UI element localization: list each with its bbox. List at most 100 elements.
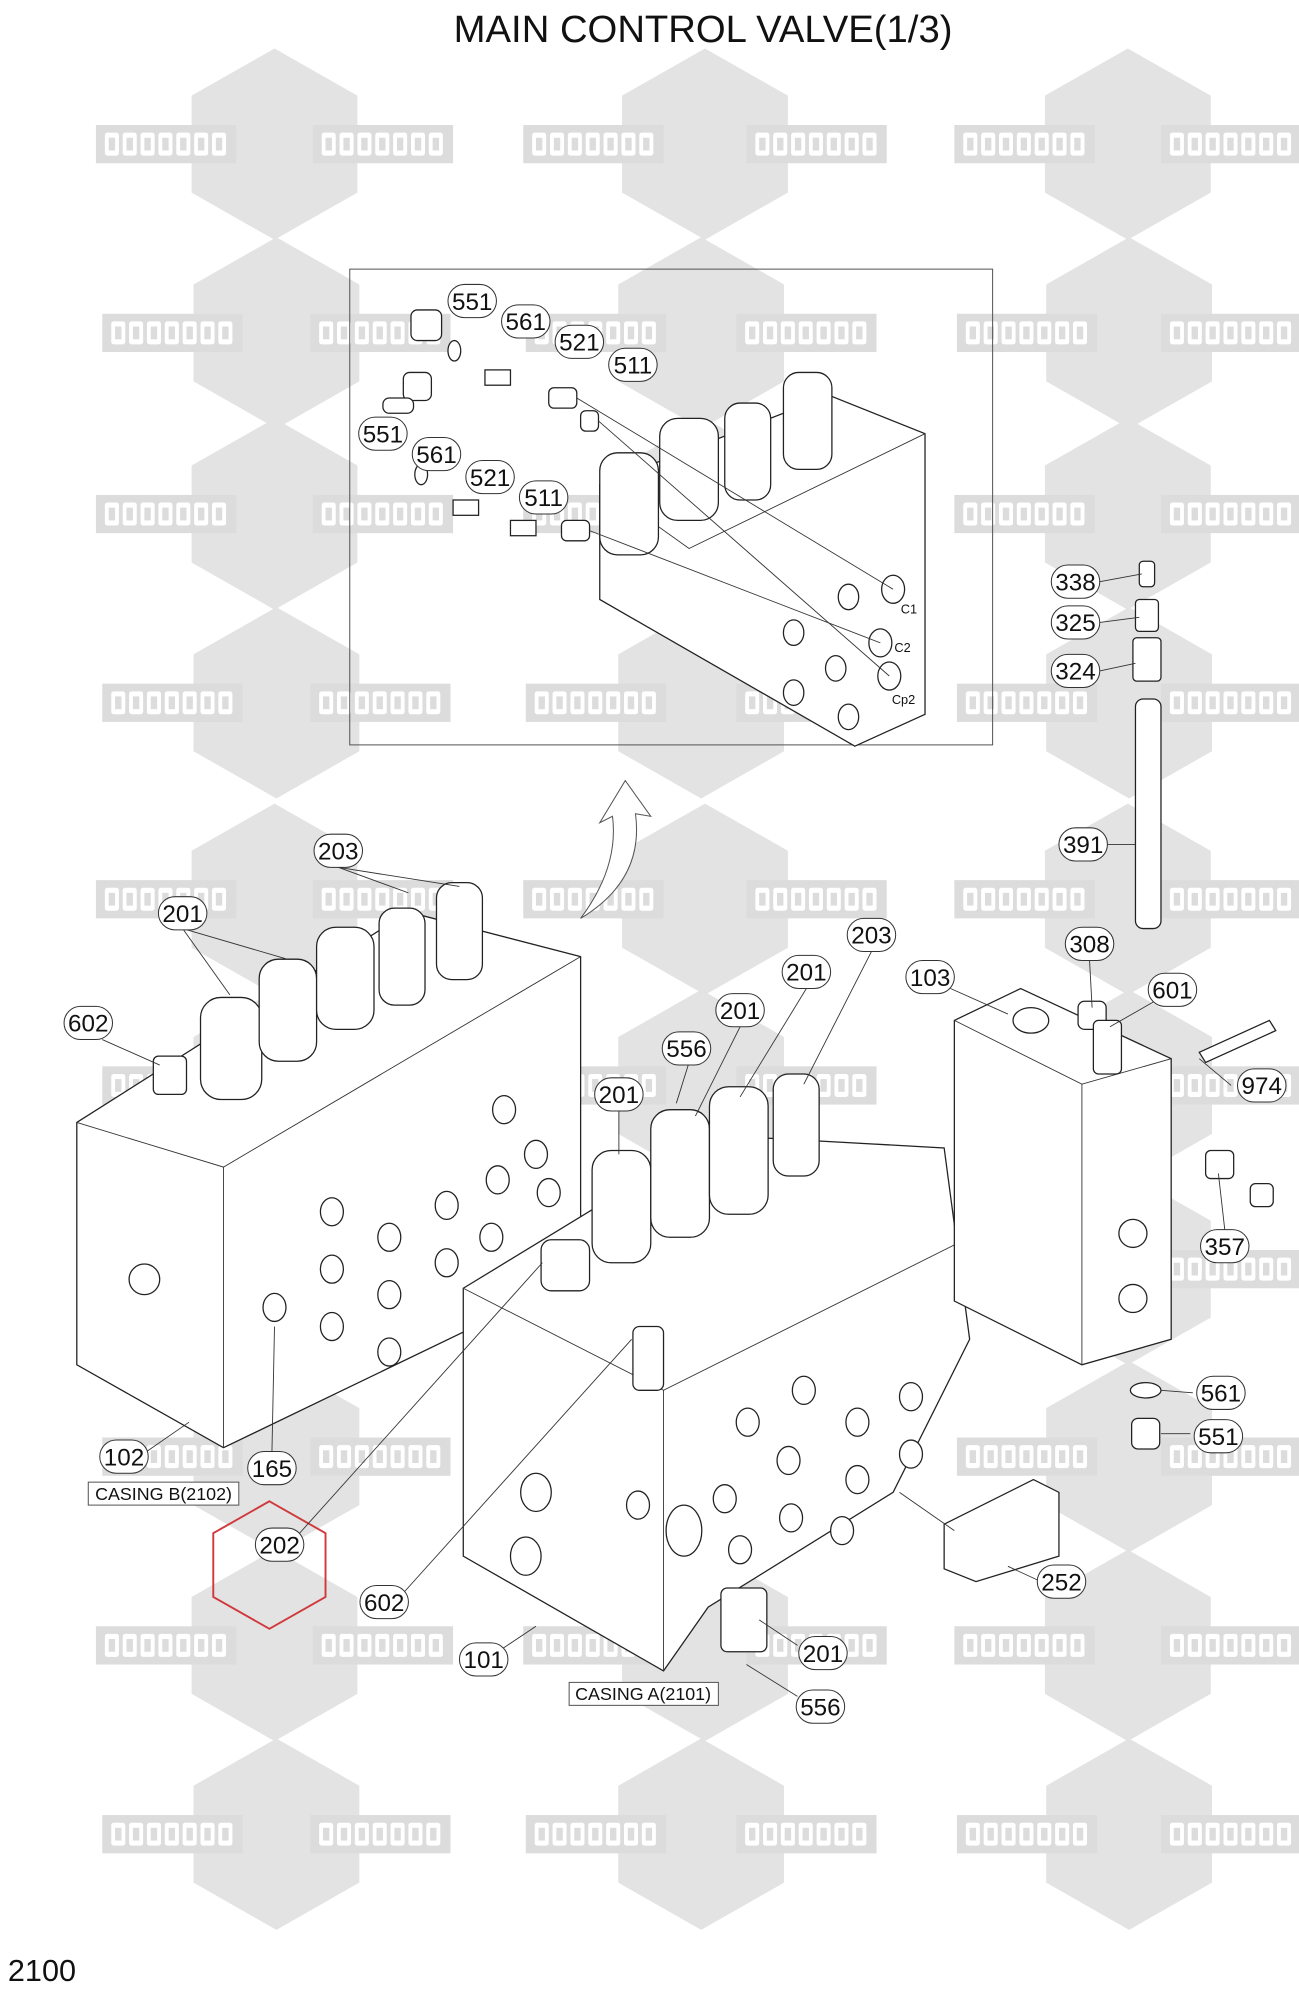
callout-103[interactable]: 103: [905, 959, 955, 995]
callout-number: 521: [559, 330, 599, 357]
callout-561[interactable]: 561: [1196, 1375, 1246, 1410]
callout-bubble: [554, 324, 605, 359]
callout-number: 551: [1198, 1424, 1238, 1451]
watermark-logo: [1160, 125, 1299, 164]
callout-number: 521: [470, 465, 510, 492]
callout-bubble: [1064, 926, 1115, 961]
callout-number: 561: [1201, 1381, 1241, 1408]
watermark-logo: [956, 1437, 1098, 1476]
watermark-hexagon: [1044, 48, 1211, 240]
callout-number: 551: [363, 421, 403, 448]
callout-bubble: [358, 416, 408, 451]
watermark-logo: [95, 125, 237, 164]
callout-bubble: [501, 304, 551, 339]
callout-602[interactable]: 602: [63, 1005, 114, 1041]
callout-391[interactable]: 391: [1058, 827, 1108, 862]
watermark-logo: [736, 1815, 877, 1854]
callout-bubble: [795, 1689, 846, 1724]
callout-bubble: [905, 959, 955, 995]
callout-201[interactable]: 201: [715, 993, 765, 1028]
callout-521[interactable]: 521: [554, 324, 605, 359]
callout-308[interactable]: 308: [1064, 926, 1115, 961]
casing-b-label: CASING B(2102): [87, 1481, 240, 1506]
callout-601[interactable]: 601: [1147, 972, 1198, 1007]
callout-bubble: [781, 954, 832, 990]
callout-number: 201: [786, 960, 826, 987]
callout-325[interactable]: 325: [1050, 605, 1101, 640]
callout-number: 974: [1242, 1073, 1282, 1100]
callout-number: 556: [800, 1694, 840, 1721]
callout-203[interactable]: 203: [846, 917, 897, 953]
watermark-hexagon: [618, 1738, 785, 1930]
callout-bubble: [1036, 1564, 1087, 1599]
watermark-hexagon: [193, 607, 360, 799]
callout-201[interactable]: 201: [594, 1077, 644, 1112]
callout-165[interactable]: 165: [247, 1451, 297, 1486]
callout-101[interactable]: 101: [458, 1642, 509, 1677]
watermark-hexagon: [1046, 1360, 1212, 1553]
callout-201[interactable]: 201: [781, 954, 832, 990]
callout-551[interactable]: 551: [358, 416, 408, 451]
detail-inset: C1 C2 Cp2: [349, 268, 994, 747]
callout-number: 511: [614, 353, 653, 380]
watermark-logo: [95, 494, 237, 534]
callout-102[interactable]: 102: [99, 1439, 149, 1474]
callout-number: 252: [1041, 1569, 1081, 1596]
callout-556[interactable]: 556: [795, 1689, 846, 1724]
callout-551[interactable]: 551: [447, 283, 497, 319]
watermark-hexagon: [191, 48, 358, 240]
callout-number: 511: [524, 485, 563, 512]
callout-561[interactable]: 561: [411, 436, 462, 472]
callout-974[interactable]: 974: [1237, 1068, 1287, 1103]
callout-bubble: [1147, 972, 1198, 1007]
callout-number: 357: [1205, 1234, 1245, 1261]
watermark-logo: [312, 1626, 454, 1665]
callout-202[interactable]: 202: [254, 1527, 305, 1562]
watermark-logo: [523, 880, 664, 919]
callout-number: 101: [463, 1647, 503, 1674]
callout-bubble: [518, 480, 569, 515]
casing-b-drawing: [76, 882, 582, 1449]
callout-602[interactable]: 602: [359, 1584, 409, 1620]
watermark-logo: [102, 313, 243, 353]
callout-bubble: [1058, 827, 1108, 862]
watermark-logo: [954, 1626, 1095, 1665]
watermark-logo: [956, 1815, 1098, 1854]
watermark-logo: [1160, 494, 1299, 534]
callout-561[interactable]: 561: [501, 304, 551, 339]
callout-bubble: [63, 1005, 114, 1041]
callout-number: 203: [851, 923, 891, 950]
callout-521[interactable]: 521: [465, 459, 515, 495]
watermark-logo: [746, 125, 887, 164]
leader-lines: [102, 573, 1232, 1697]
casing-a-text: CASING A(2101): [575, 1684, 711, 1704]
callout-324[interactable]: 324: [1050, 653, 1101, 689]
callout-number: 102: [104, 1444, 144, 1471]
callout-number: 391: [1063, 832, 1103, 859]
callout-number: 201: [162, 901, 202, 928]
callout-number: 103: [910, 965, 950, 992]
callout-551[interactable]: 551: [1193, 1419, 1244, 1454]
casing-a-label: CASING A(2101): [568, 1681, 719, 1706]
callout-bubble: [1050, 653, 1101, 689]
callout-203[interactable]: 203: [313, 833, 364, 868]
watermark-logo: [525, 1815, 667, 1854]
callout-bubble: [411, 436, 462, 472]
watermark-hexagon: [193, 237, 360, 429]
callout-bubble: [313, 833, 364, 868]
watermark-logo: [746, 880, 887, 919]
watermark-logo: [523, 125, 664, 164]
watermark-hexagon: [191, 418, 358, 610]
callout-338[interactable]: 338: [1050, 564, 1101, 599]
watermark-logo: [956, 683, 1098, 722]
watermark-logo: [954, 125, 1095, 164]
callout-201[interactable]: 201: [798, 1635, 848, 1671]
page-code: 2100: [8, 1954, 76, 1988]
callout-511[interactable]: 511: [518, 480, 569, 515]
callout-556[interactable]: 556: [661, 1031, 712, 1066]
callout-252[interactable]: 252: [1036, 1564, 1087, 1599]
callout-201[interactable]: 201: [157, 896, 208, 931]
highlight-hexagon: [212, 1500, 327, 1630]
callout-511[interactable]: 511: [608, 347, 658, 382]
callout-357[interactable]: 357: [1200, 1229, 1250, 1264]
